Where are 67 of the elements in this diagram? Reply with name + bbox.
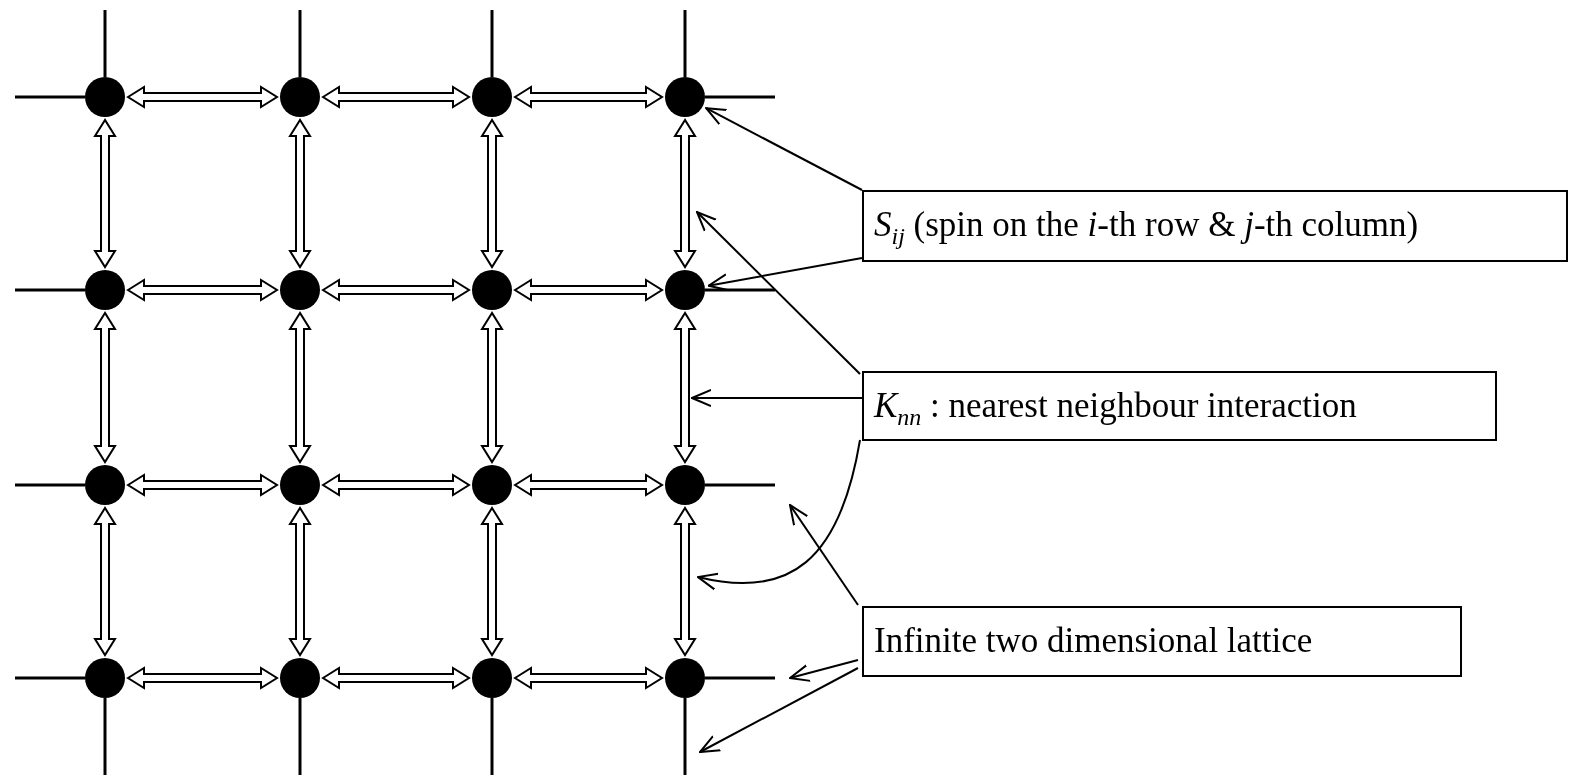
leader-arrow	[707, 257, 863, 292]
double-arrow	[321, 666, 471, 690]
spin-dot	[85, 77, 125, 117]
callout-box: S$_{ij}$ (spin on the i-th row & j-th column)	[862, 190, 1568, 262]
spin-dot	[280, 658, 320, 698]
double-arrow	[321, 85, 471, 109]
spin-dot	[472, 465, 512, 505]
double-arrow	[93, 311, 117, 464]
double-arrow	[480, 118, 504, 269]
double-arrow	[126, 666, 279, 690]
double-arrow	[126, 278, 279, 302]
spin-dot	[665, 77, 705, 117]
double-arrow	[288, 506, 312, 657]
double-arrow	[288, 118, 312, 269]
double-arrow	[673, 311, 697, 464]
double-arrow	[126, 473, 279, 497]
double-arrow	[321, 278, 471, 302]
lattice-line	[705, 95, 775, 99]
lattice-line	[103, 10, 107, 77]
spin-dot	[665, 465, 705, 505]
lattice-line	[298, 10, 302, 77]
callout-box: Infinite two dimensional lattice	[862, 606, 1462, 677]
lattice-line	[15, 676, 85, 680]
lattice-line	[705, 676, 775, 680]
lattice-line	[15, 95, 85, 99]
double-arrow	[513, 666, 664, 690]
leader-arrow	[789, 504, 859, 606]
lattice-line	[15, 288, 85, 292]
double-arrow	[673, 118, 697, 269]
double-arrow	[480, 506, 504, 657]
double-arrow	[93, 118, 117, 269]
double-arrow	[513, 473, 664, 497]
spin-dot	[472, 658, 512, 698]
double-arrow	[321, 473, 471, 497]
lattice-line	[490, 698, 494, 775]
spin-dot	[280, 77, 320, 117]
double-arrow	[126, 85, 279, 109]
spin-dot	[472, 270, 512, 310]
spin-dot	[85, 270, 125, 310]
double-arrow	[673, 506, 697, 657]
leader-arrow	[699, 667, 859, 753]
lattice-line	[705, 483, 775, 487]
lattice-line	[705, 288, 775, 292]
double-arrow	[288, 311, 312, 464]
spin-dot	[85, 465, 125, 505]
lattice-line	[298, 698, 302, 775]
spin-dot	[280, 465, 320, 505]
leader-arrow	[691, 389, 863, 407]
spin-dot	[665, 658, 705, 698]
lattice-line	[683, 10, 687, 77]
spin-dot	[85, 658, 125, 698]
double-arrow	[480, 311, 504, 464]
spin-dot	[665, 270, 705, 310]
leader-arrow	[697, 439, 861, 590]
double-arrow	[93, 506, 117, 657]
leader-arrow	[705, 107, 863, 191]
spin-dot	[280, 270, 320, 310]
lattice-line	[490, 10, 494, 77]
spin-dot	[472, 77, 512, 117]
double-arrow	[513, 85, 664, 109]
leader-arrow	[696, 211, 861, 375]
lattice-line	[103, 698, 107, 775]
lattice-line	[683, 698, 687, 775]
lattice-line	[15, 483, 85, 487]
leader-arrow	[789, 659, 859, 682]
callout-box: K$_{nn}$ : nearest neighbour interaction	[862, 371, 1497, 441]
double-arrow	[513, 278, 664, 302]
